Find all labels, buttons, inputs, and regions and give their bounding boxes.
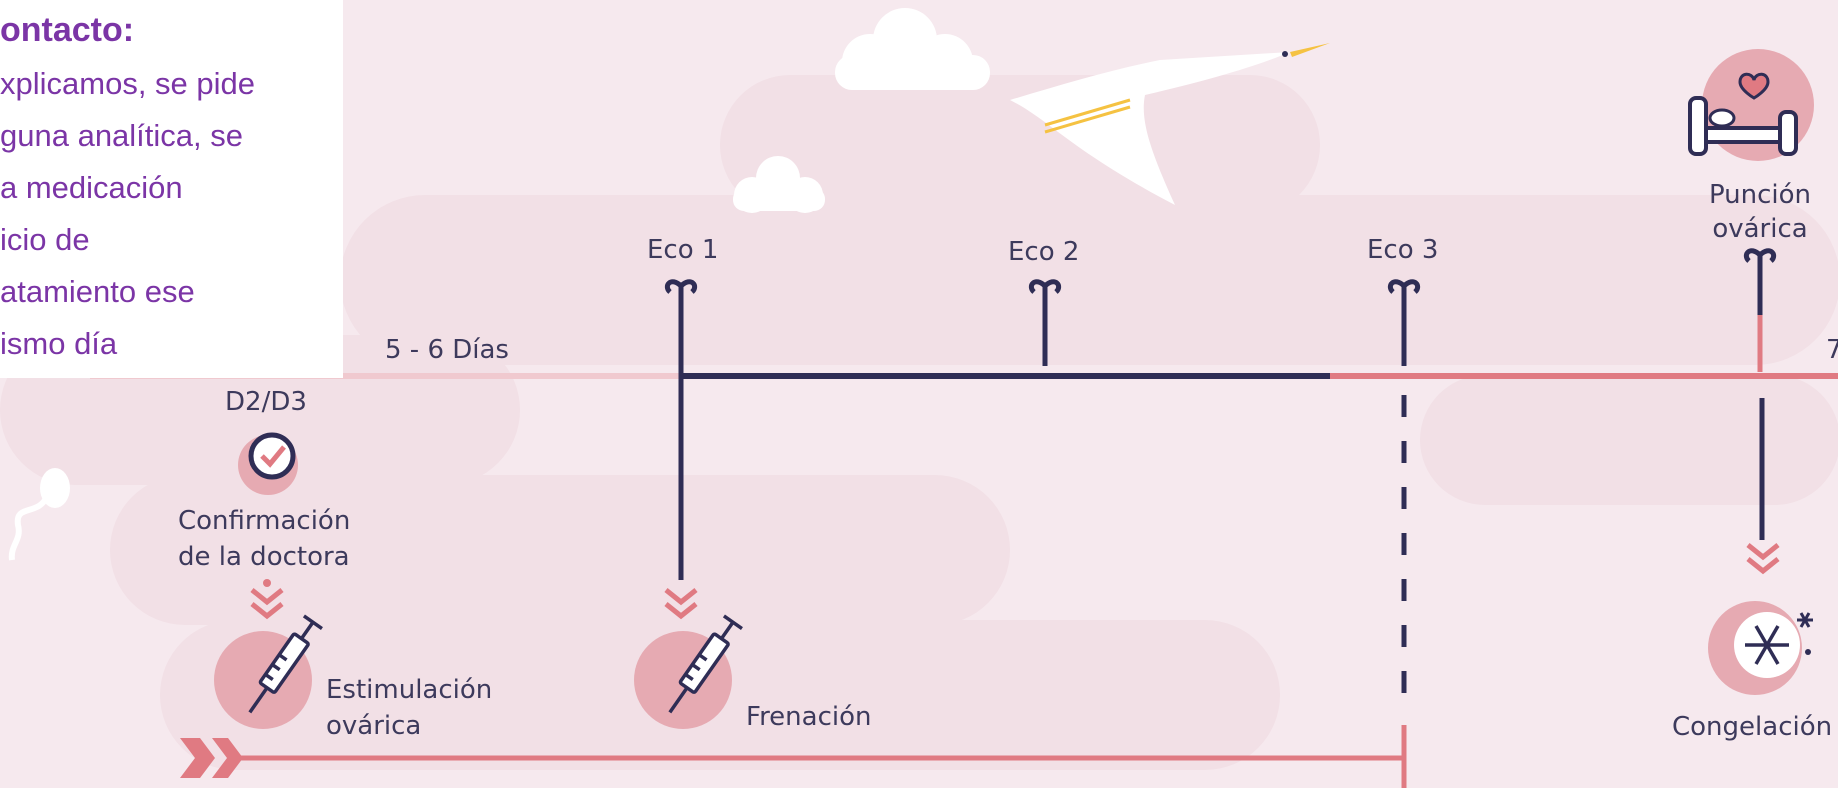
- info-line: atamiento ese: [0, 274, 195, 309]
- cloud-icon: [835, 8, 990, 90]
- snowflake-icon: [1708, 601, 1813, 695]
- sperm-icon: [8, 468, 70, 561]
- small-cloud-icon: [733, 156, 825, 213]
- syringe-icon-estimulacion: [214, 614, 323, 729]
- info-heading: ontacto:: [0, 11, 135, 49]
- estimulacion-label: Estimulación ovárica: [326, 675, 493, 741]
- day-label: D2/D3: [225, 387, 307, 417]
- info-line: xplicamos, se pide: [0, 66, 256, 101]
- info-line: ismo día: [0, 326, 118, 361]
- info-line: a medicación: [0, 170, 183, 205]
- eco3-label: Eco 3: [1367, 235, 1439, 265]
- arrow-start-icon: [180, 738, 243, 778]
- edge-label: 7: [1826, 335, 1838, 365]
- info-box: ontacto: xplicamos, se pide guna analíti…: [0, 0, 343, 378]
- stork-icon: [1010, 43, 1330, 205]
- info-line: icio de: [0, 222, 90, 257]
- check-circle-icon: [238, 432, 298, 495]
- puncion-label: Punción ovárica: [1708, 180, 1812, 244]
- confirmacion-label: Confirmación de la doctora: [178, 506, 351, 572]
- info-line: guna analítica, se: [0, 118, 244, 153]
- bed-heart-icon: [1688, 49, 1814, 161]
- double-chevron-down-icon: [250, 543, 1780, 620]
- frenacion-label: Frenación: [746, 702, 872, 732]
- interval-label: 5 - 6 Días: [385, 335, 509, 365]
- eco1-label: Eco 1: [647, 235, 719, 265]
- congelacion-label: Congelación: [1672, 712, 1833, 742]
- eco-markers: [664, 248, 1777, 580]
- eco2-label: Eco 2: [1008, 237, 1080, 267]
- syringe-icon-frenacion: [634, 614, 743, 729]
